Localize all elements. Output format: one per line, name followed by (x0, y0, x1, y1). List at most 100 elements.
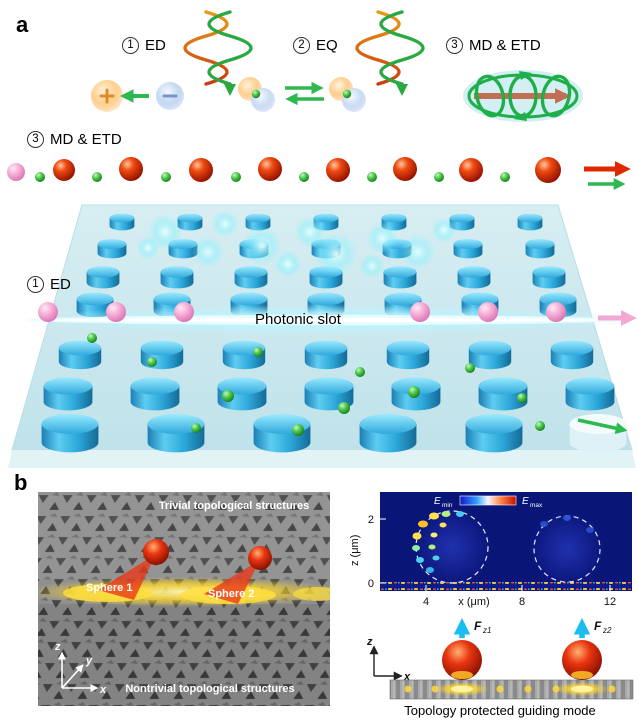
red-sphere (119, 157, 143, 181)
pillar (457, 266, 491, 289)
sphere-1 (442, 640, 482, 680)
nontrivial-region (38, 604, 330, 706)
green-arrow-icon (577, 418, 628, 435)
zx-axes-icon (369, 645, 403, 681)
legend-eq-text: EQ (316, 37, 338, 54)
sphere-reflection (451, 671, 473, 679)
photonic-slot (18, 302, 638, 335)
force-1-label: F (474, 619, 482, 633)
circled-number-3: 3 (27, 131, 44, 148)
circled-number-2: 2 (293, 37, 310, 54)
sphere1-beam (98, 554, 156, 600)
red-sphere (326, 158, 350, 182)
green-particle (35, 172, 45, 182)
guiding-glow-core (451, 685, 473, 693)
md-etd-icon (463, 70, 583, 122)
panel-a-graphic (7, 10, 638, 468)
green-particle (161, 172, 171, 182)
green-particle (92, 172, 102, 182)
pink-sphere (38, 302, 58, 322)
pillar (453, 238, 483, 259)
colorbar-max-sub: max (530, 502, 543, 509)
topological-lattice-figure: Trivial topological structures Sphere 1 … (38, 492, 330, 706)
green-particle (299, 172, 309, 182)
pillar (43, 377, 93, 411)
nontrivial-label: Nontrivial topological structures (125, 683, 294, 695)
pillar (97, 238, 127, 259)
pillar (468, 340, 512, 370)
x-tick-8: 8 (519, 596, 525, 608)
row-label-ed: 1 ED (27, 276, 71, 293)
row-label-md-etd: 3 MD & ETD (27, 131, 122, 148)
pillar (58, 340, 102, 370)
pillar (532, 266, 566, 289)
row-md-etd-text: MD & ETD (50, 131, 122, 148)
legend-eq: 2 EQ (293, 37, 338, 54)
sphere-2 (562, 640, 602, 680)
pink-sphere (546, 302, 566, 322)
circled-number-1: 1 (27, 276, 44, 293)
panel-a-label: a (16, 12, 29, 37)
force-1-sub: z1 (482, 626, 491, 635)
x-tick-12: 12 (604, 596, 616, 608)
red-sphere (459, 158, 483, 182)
green-particle (367, 172, 377, 182)
waveguide-field-stripe (381, 582, 631, 590)
colorbar-min-sub: min (442, 502, 453, 509)
pillar (386, 340, 430, 370)
axis-z-label: z (54, 641, 61, 653)
force-diagram-figure: z x F z1 F z2 (366, 618, 634, 700)
y-tick-2: 2 (368, 514, 374, 526)
particle-row (7, 157, 631, 190)
photonic-slot-label: Photonic slot (255, 311, 341, 328)
field-patch (529, 511, 605, 587)
circled-number-1: 1 (122, 37, 139, 54)
guiding-mode-caption: Topology protected guiding mode (404, 703, 596, 718)
pillar (86, 266, 120, 289)
pillar (383, 266, 417, 289)
force-2-sub: z2 (602, 626, 612, 635)
x-tick-4: 4 (423, 596, 429, 608)
trivial-label: Trivial topological structures (159, 500, 309, 512)
pink-sphere (478, 302, 498, 322)
colorbar-min-label: E (434, 496, 441, 507)
axis-z-label: z (366, 636, 373, 648)
ed-dipole-icon (91, 80, 184, 112)
legend-md-etd-text: MD & ETD (469, 37, 541, 54)
pink-sphere (174, 302, 194, 322)
pillar (140, 340, 184, 370)
sphere1-label: Sphere 1 (86, 582, 132, 594)
pillar (147, 414, 205, 453)
pillar (41, 414, 99, 453)
pillar (160, 266, 194, 289)
colorbar-max-label: E (522, 496, 529, 507)
field-patch (412, 507, 492, 587)
red-sphere (53, 159, 75, 181)
eq-quadrupole-icon (238, 77, 366, 112)
y-axis-label: z (μm) (349, 535, 361, 566)
pillar (109, 213, 135, 231)
green-particle (500, 172, 510, 182)
guided-mode-glow (293, 587, 330, 601)
legend-ed-text: ED (145, 37, 166, 54)
pink-sphere (106, 302, 126, 322)
pillar (517, 213, 543, 231)
circled-number-3: 3 (446, 37, 463, 54)
mode-hotspots (412, 511, 594, 573)
sphere2-label: Sphere 2 (208, 588, 254, 600)
x-axis-label: x (μm) (458, 596, 489, 608)
pillar (465, 414, 523, 453)
pink-sphere (410, 302, 430, 322)
mode-glow-cluster (136, 210, 457, 279)
red-sphere (393, 157, 417, 181)
pillar (550, 340, 594, 370)
xyz-axes-icon (58, 651, 99, 692)
colorbar (459, 495, 517, 506)
periodic-glow-dots (404, 685, 616, 693)
axis-x-label: x (403, 671, 411, 683)
green-particle (434, 172, 444, 182)
pillar (234, 266, 268, 289)
red-sphere (189, 158, 213, 182)
legend-md-etd: 3 MD & ETD (446, 37, 541, 54)
